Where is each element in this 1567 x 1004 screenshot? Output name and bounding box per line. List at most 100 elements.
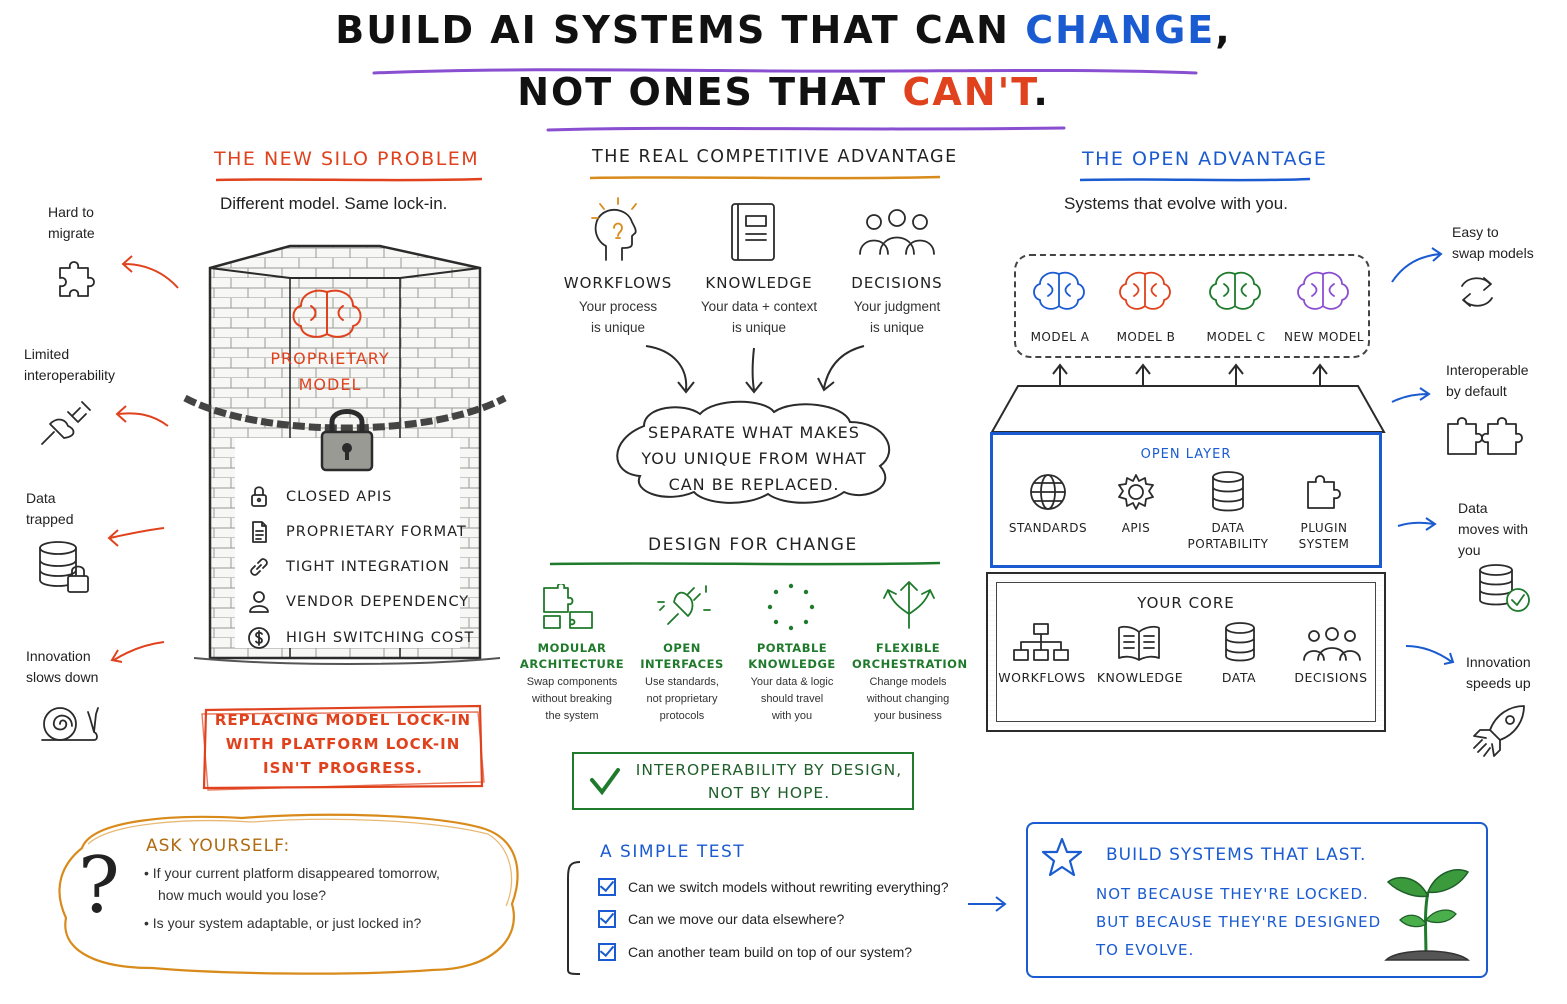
title-underline-1 [372, 68, 1198, 75]
pillar-decisions: Decisions Your judgment is unique [851, 274, 943, 335]
center-heading-underline [589, 175, 941, 180]
test-item-switch-models: Can we switch models without rewriting e… [598, 878, 949, 896]
open-platform-top [990, 385, 1386, 433]
right-side-innovation-speeds: Innovation speeds up [1466, 654, 1531, 691]
swap-arrows-icon [1461, 277, 1493, 307]
title-line-2-wrap: not ones that can't. [0, 70, 1567, 114]
snail-icon [41, 707, 99, 741]
right-heading-underline [1079, 177, 1311, 182]
left-side-limited-interop: Limited interoperability [24, 346, 116, 383]
arrow-easy-swap [1391, 247, 1443, 283]
arrow-innovation-slows [110, 641, 165, 663]
globe-icon [1030, 474, 1066, 510]
open-layer-box: Open layer [990, 432, 1382, 568]
design-modular: Modulararchitecture Swap componentswitho… [519, 641, 625, 722]
rocket-icon [1473, 705, 1525, 757]
interop-line-1: Interoperability by design, [635, 761, 903, 779]
cloud-text: Separate what makes you unique from what… [641, 423, 867, 494]
left-side-hard-to-migrate: Hard to migrate [48, 204, 95, 241]
checkbox-icon [598, 943, 616, 961]
ask-yourself-cloud [58, 813, 519, 975]
models-dashed-box [1014, 254, 1370, 358]
right-side-easy-swap: Easy to swap models [1452, 224, 1534, 261]
title-line-2: not ones that can't. [517, 70, 1050, 114]
title-underline-2 [546, 126, 1066, 132]
open-layer-title: Open layer [1140, 447, 1232, 462]
ask-bullet-2: • Is your system adaptable, or just lock… [144, 915, 422, 931]
puzzle-pair-icon [1447, 417, 1523, 455]
tower-label-line-2: Model [298, 375, 362, 394]
link-icon [250, 558, 268, 576]
right-side-interoperable: Interoperable by default [1446, 362, 1529, 399]
right-subtitle: Systems that evolve with you. [1064, 194, 1288, 213]
core-item-knowledge: Knowledge [1096, 670, 1184, 685]
right-side-data-moves: Data moves with you [1458, 500, 1529, 558]
database-check-icon [1479, 564, 1530, 612]
core-item-workflows: Workflows [998, 670, 1086, 685]
core-item-decisions: Decisions [1294, 670, 1368, 685]
interop-line-2: not by hope. [707, 784, 831, 802]
brain-icon-orange [1119, 271, 1171, 310]
dot-circle-icon [767, 583, 815, 631]
puzzle-icon [59, 261, 95, 297]
warning-text: Replacing model lock-in with platform lo… [214, 711, 472, 777]
branching-arrows-icon [883, 581, 935, 629]
tower-label-line-1: Proprietary [270, 349, 390, 368]
test-bracket [567, 861, 581, 975]
left-heading-underline [215, 177, 483, 182]
puzzle-icon [1307, 475, 1341, 509]
model-new: New model [1283, 330, 1365, 344]
plug-icon [657, 585, 711, 625]
lock-item-closed-apis: Closed APIs [246, 484, 392, 510]
check-icon [590, 768, 620, 796]
core-item-data: Data [1221, 670, 1257, 685]
center-heading: The real competitive advantage [592, 147, 958, 167]
arrow-limited-interop [115, 405, 169, 427]
arrow-data-trapped [107, 527, 165, 547]
page-title: Build AI systems that can change, [0, 8, 1567, 52]
arrow-interoperable [1391, 387, 1431, 403]
gear-icon [1118, 474, 1154, 510]
brain-icon-green [1209, 271, 1261, 310]
open-item-data-portability: Dataportability [1187, 521, 1269, 551]
checkbox-icon [598, 878, 616, 896]
last-heading: Build systems that last. [1106, 845, 1367, 865]
locked-database-icon [39, 541, 89, 593]
checkbox-icon [598, 910, 616, 928]
open-item-standards: Standards [1008, 521, 1088, 535]
test-arrow [968, 896, 1007, 912]
lock-item-high-switching-cost: High switching cost [246, 625, 474, 651]
lock-item-vendor-dependency: Vendor dependency [246, 589, 469, 615]
left-heading: The new silo problem [214, 148, 480, 170]
test-item-team-build: Can another team build on top of our sys… [598, 943, 912, 961]
arrow-hard-to-migrate [121, 255, 179, 289]
design-flexible-orchestration: Flexibleorchestration Change modelswitho… [852, 641, 968, 722]
ask-heading: Ask yourself: [146, 836, 291, 856]
notebook-icon [731, 203, 775, 261]
lock-item-tight-integration: Tight integration [246, 554, 450, 580]
ask-bullet-1: • If your current platform disappeared t… [144, 865, 440, 903]
people-icon [859, 209, 935, 255]
puzzle-pieces-icon [543, 584, 593, 629]
unplugged-icon [41, 401, 91, 445]
design-heading-underline [549, 561, 941, 566]
warning-scribble-box [201, 704, 485, 791]
database-icon [1225, 622, 1255, 662]
model-b: Model B [1116, 330, 1176, 344]
test-item-move-data: Can we move our data elsewhere? [598, 910, 844, 928]
core-title: Your core [1137, 594, 1235, 612]
brain-icon-blue [1033, 271, 1085, 310]
left-subtitle: Different model. Same lock-in. [220, 194, 448, 213]
model-c: Model C [1206, 330, 1266, 344]
pillar-arrows [645, 345, 865, 394]
left-side-innovation-slows: Innovation slows down [26, 648, 99, 685]
pillar-knowledge: Knowledge Your data + context is unique [700, 274, 818, 335]
document-icon [252, 521, 267, 543]
tower-label: Proprietary Model [250, 346, 410, 398]
lightbulb-head-icon [591, 197, 637, 261]
people-icon [1303, 627, 1361, 661]
database-icon [1212, 471, 1244, 512]
flowchart-icon [1013, 623, 1069, 661]
design-open-interfaces: Openinterfaces Use standards,not proprie… [640, 641, 724, 722]
design-heading: Design for change [648, 535, 858, 555]
